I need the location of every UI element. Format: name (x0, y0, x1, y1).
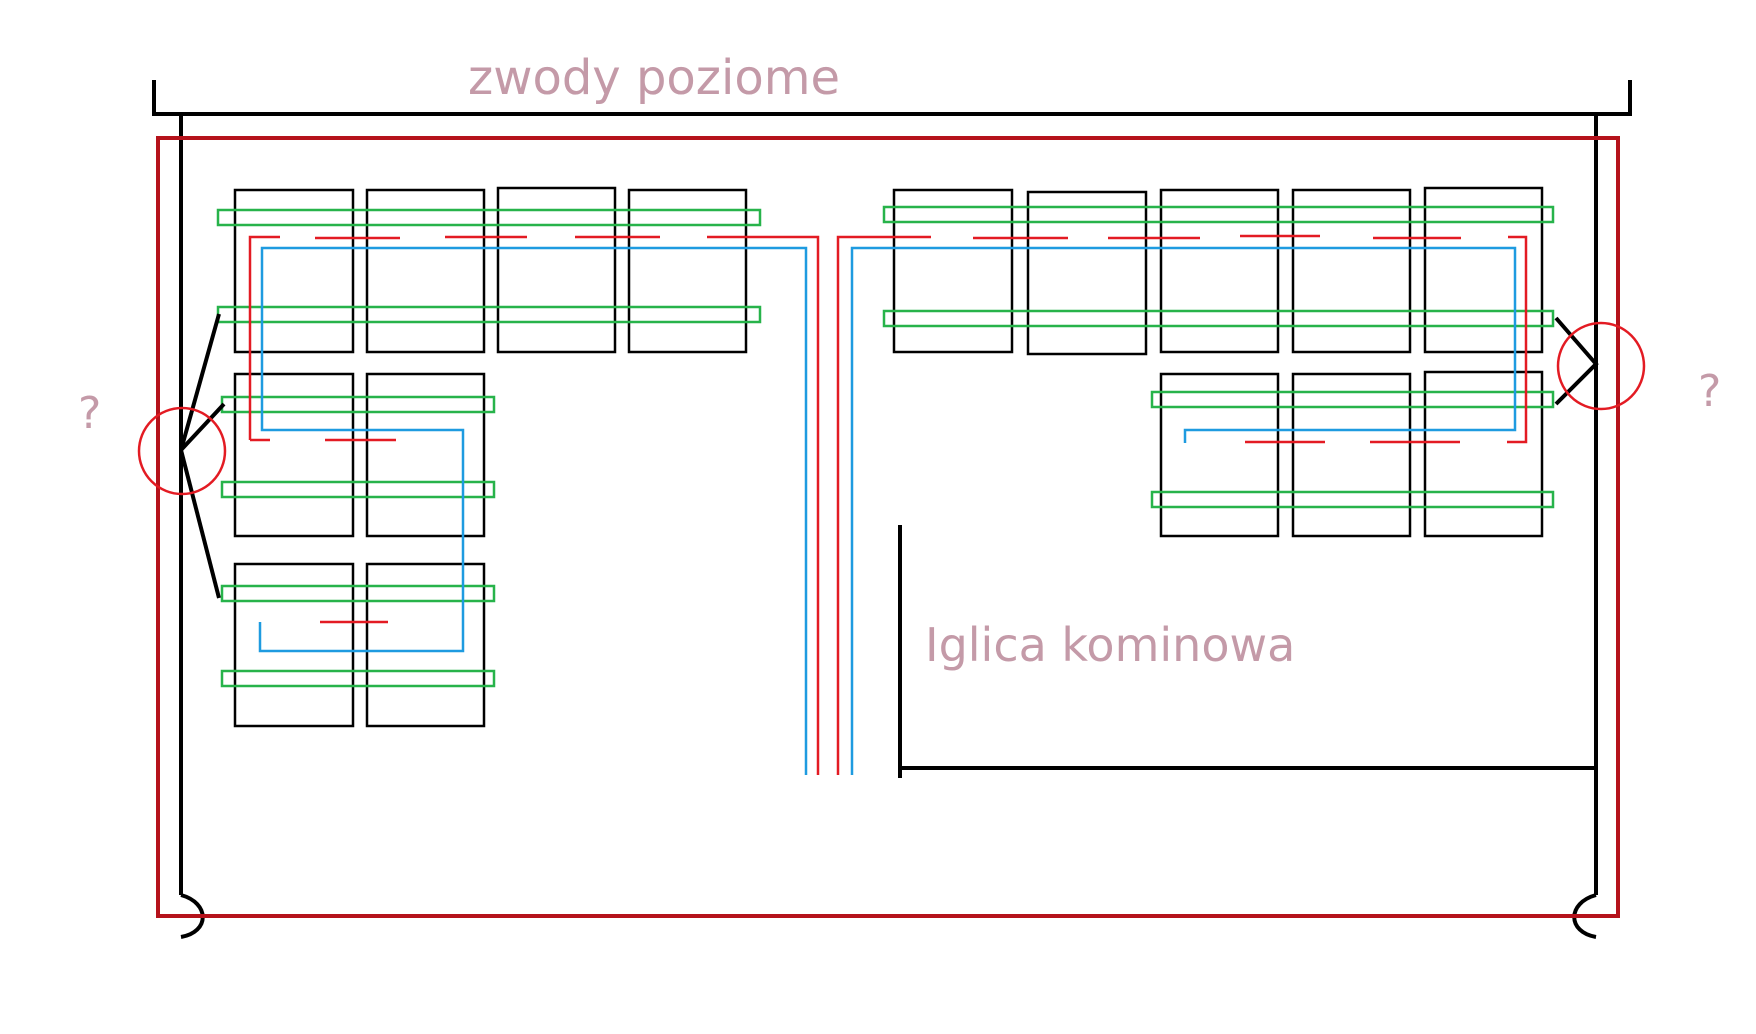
mounting-rail (1150, 490, 1555, 509)
right-marker-circle (1556, 321, 1646, 411)
mounting-rail (220, 584, 496, 603)
solar-panel (1291, 188, 1412, 354)
horizontal-conductor-bracket (152, 80, 1632, 939)
solar-panel (233, 188, 355, 354)
solar-panel (1026, 190, 1148, 356)
solar-panel (1291, 372, 1412, 538)
solar-panel (1159, 188, 1280, 354)
solar-panel (233, 562, 355, 728)
solar-panel (1159, 372, 1280, 538)
mounting-rail (216, 305, 762, 324)
string-wiring-negative (258, 246, 1517, 775)
mounting-rail (216, 208, 762, 227)
left-marker-circle (137, 406, 227, 496)
solar-panel (365, 372, 486, 538)
mounting-rail (882, 309, 1555, 328)
string-wiring-positive (248, 234, 1528, 775)
chimney-rod (898, 525, 1596, 778)
mounting-rail (1150, 390, 1555, 409)
right-question-mark: ? (1698, 366, 1722, 417)
solar-panel (627, 188, 748, 354)
mounting-rails (216, 205, 1555, 688)
roof-outline (156, 136, 1620, 918)
left-connection (179, 313, 226, 599)
mounting-rail (220, 669, 496, 688)
solar-panel (892, 188, 1014, 354)
chimney-rod-label: Iglica kominowa (925, 618, 1296, 672)
horizontal-conductors-label: zwody poziome (468, 50, 840, 106)
left-question-mark: ? (78, 388, 102, 439)
solar-panel (365, 562, 486, 728)
solar-panel (365, 188, 486, 354)
right-connection (1554, 316, 1599, 406)
mounting-rail (220, 480, 496, 499)
solar-panels (233, 186, 1544, 728)
solar-panel (1423, 370, 1544, 538)
solar-panel (496, 186, 617, 354)
solar-panel (233, 372, 355, 538)
mounting-rail (882, 205, 1555, 224)
solar-panel (1423, 186, 1544, 354)
